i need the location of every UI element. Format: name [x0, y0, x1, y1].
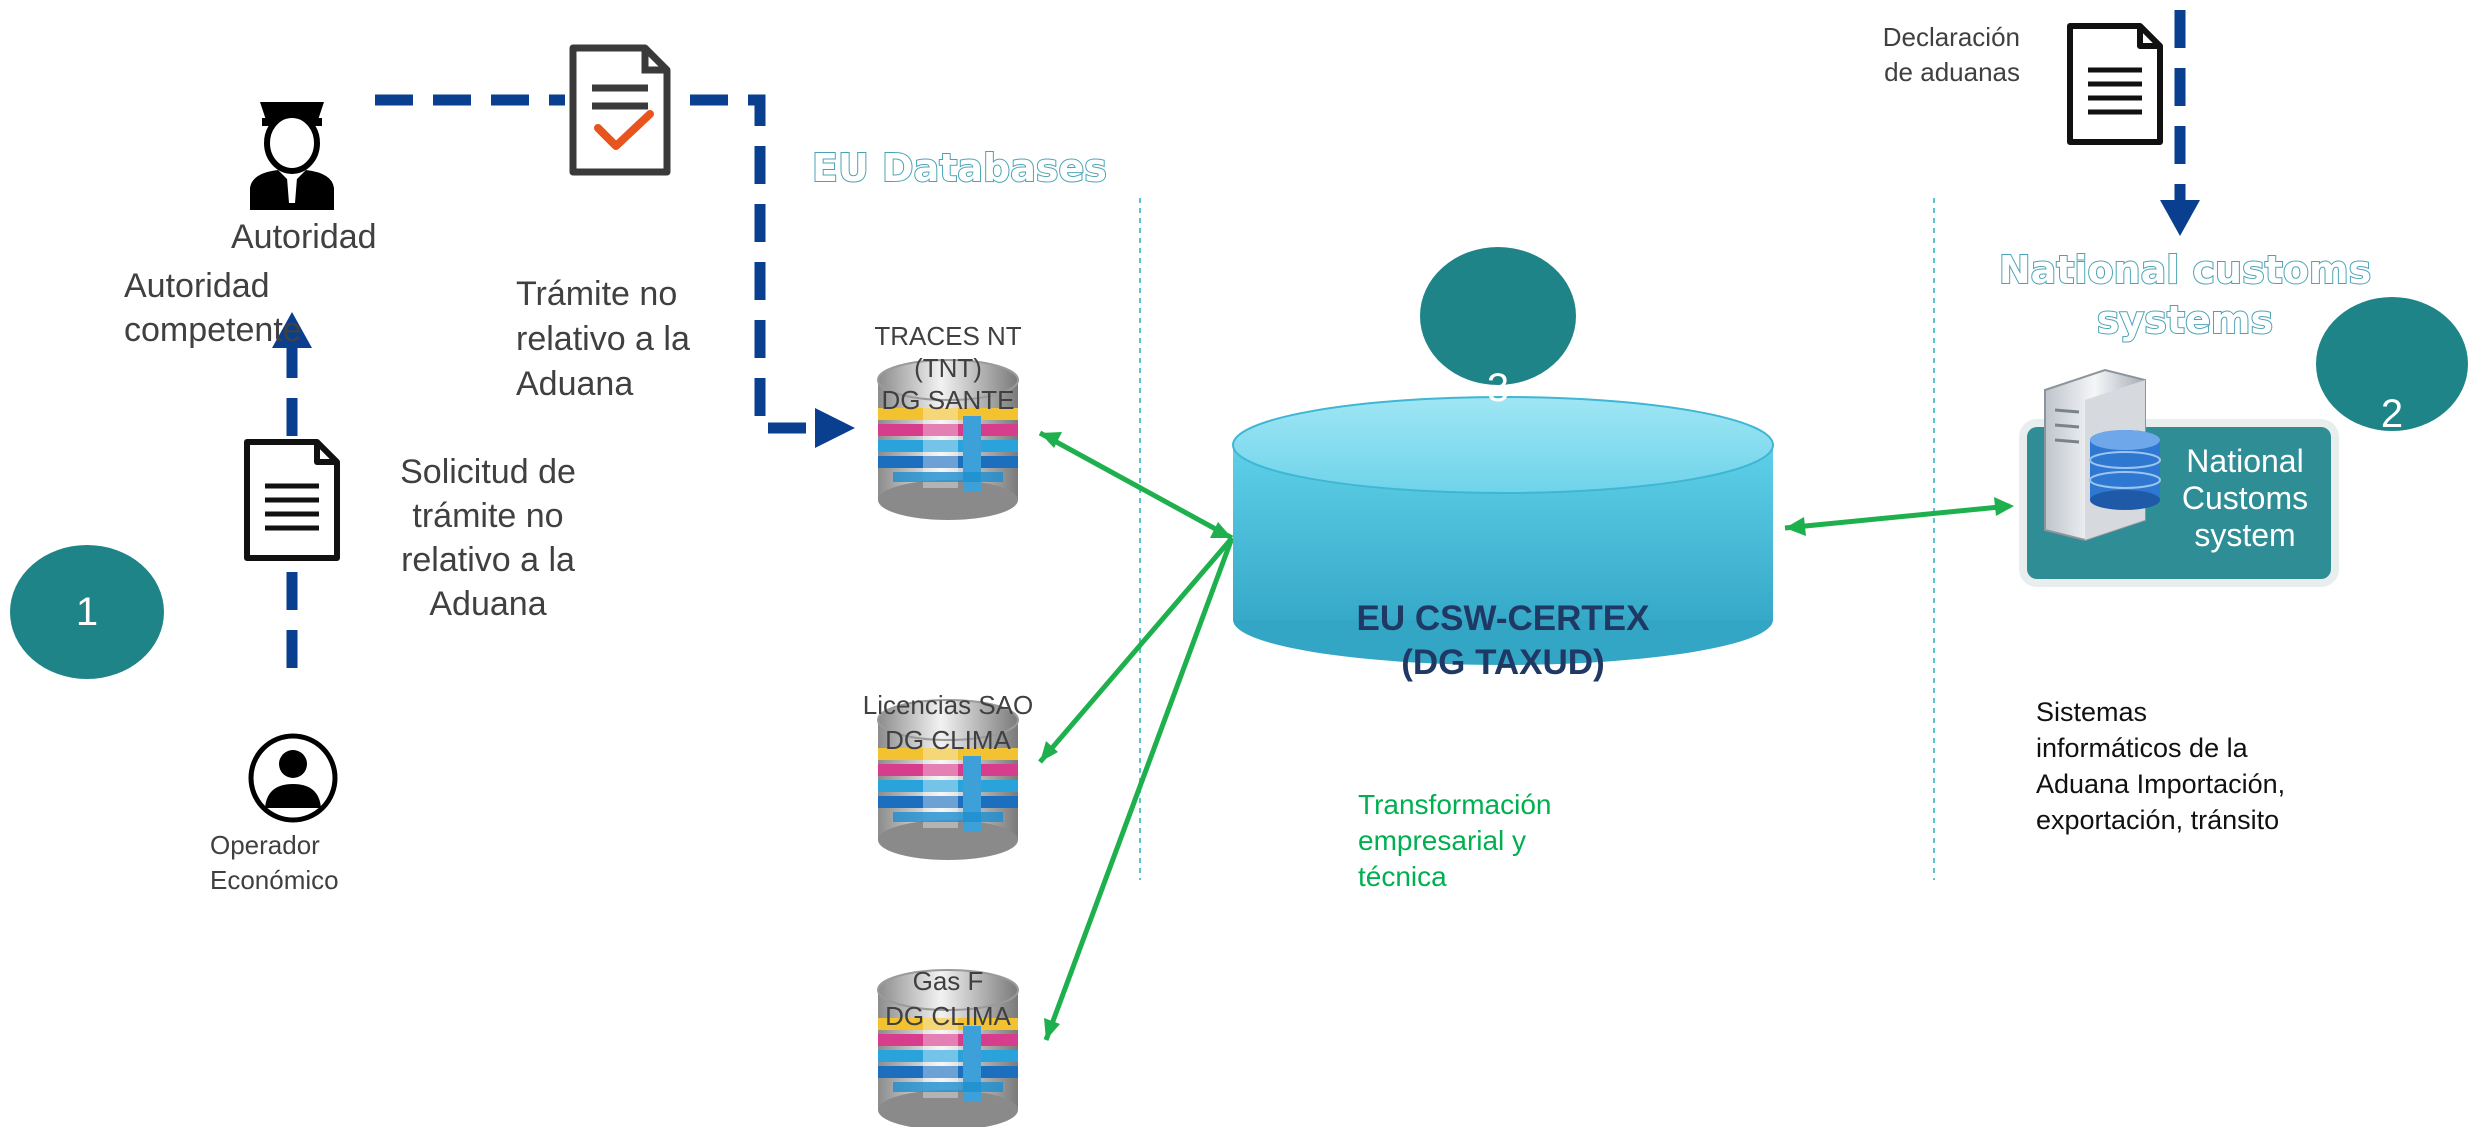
declaration-document-icon	[2070, 26, 2160, 142]
solicitud-label: Solicitud de trámite no relativo a la Ad…	[400, 453, 576, 623]
autoridad-competente-label: Autoridad competente	[124, 267, 302, 349]
step-badge-3-label: 3	[1486, 366, 1510, 410]
step-badge-2-label: 2	[2380, 391, 2404, 436]
national-customs-box-label: National Customs system	[2181, 443, 2309, 553]
server-icon	[2044, 368, 2161, 542]
document-check-icon	[569, 44, 671, 176]
national-customs-title: National customs systems	[1998, 247, 2372, 343]
arrowhead-declaration	[2160, 200, 2200, 236]
autoridad-label: Autoridad	[231, 218, 377, 256]
dashed-flow-to-traces	[690, 94, 815, 434]
link-licencias-csw	[1038, 536, 1234, 764]
link-gasf-csw	[1043, 537, 1235, 1041]
operador-label: Operador Económico	[210, 830, 339, 895]
gasf-label: Gas F DG CLIMA	[885, 966, 1011, 1031]
traces-label: TRACES NT (TNT) DG SANTE	[874, 321, 1022, 415]
arrowhead-traces	[815, 408, 855, 428]
green-links	[1038, 430, 2011, 1041]
document-icon	[247, 442, 337, 558]
csw-certex-cylinder	[1232, 396, 1774, 665]
transformacion-label: Transformación empresarial y técnica	[1358, 789, 1552, 892]
sistemas-label: Sistemas informáticos de la Aduana Impor…	[2036, 697, 2286, 835]
tramite-label: Trámite no relativo a la Aduana	[516, 275, 690, 403]
declaracion-label: Declaración de aduanas	[1882, 22, 2020, 87]
eu-databases-title: EU Databases	[811, 145, 1108, 191]
licencias-label: Licencias SAO DG CLIMA	[862, 690, 1034, 755]
link-csw-national	[1784, 503, 2011, 531]
step-badge-2: 2	[2316, 297, 2468, 436]
person-icon	[248, 733, 338, 823]
arrowhead-authority	[272, 312, 312, 348]
officer-icon	[250, 102, 334, 210]
link-traces-csw	[1038, 430, 1234, 541]
step-badge-1: 1	[10, 545, 164, 679]
csw-certex-label: EU CSW-CERTEX (DG TAXUD)	[1356, 599, 1650, 682]
step-badge-3: 3	[1420, 247, 1576, 410]
